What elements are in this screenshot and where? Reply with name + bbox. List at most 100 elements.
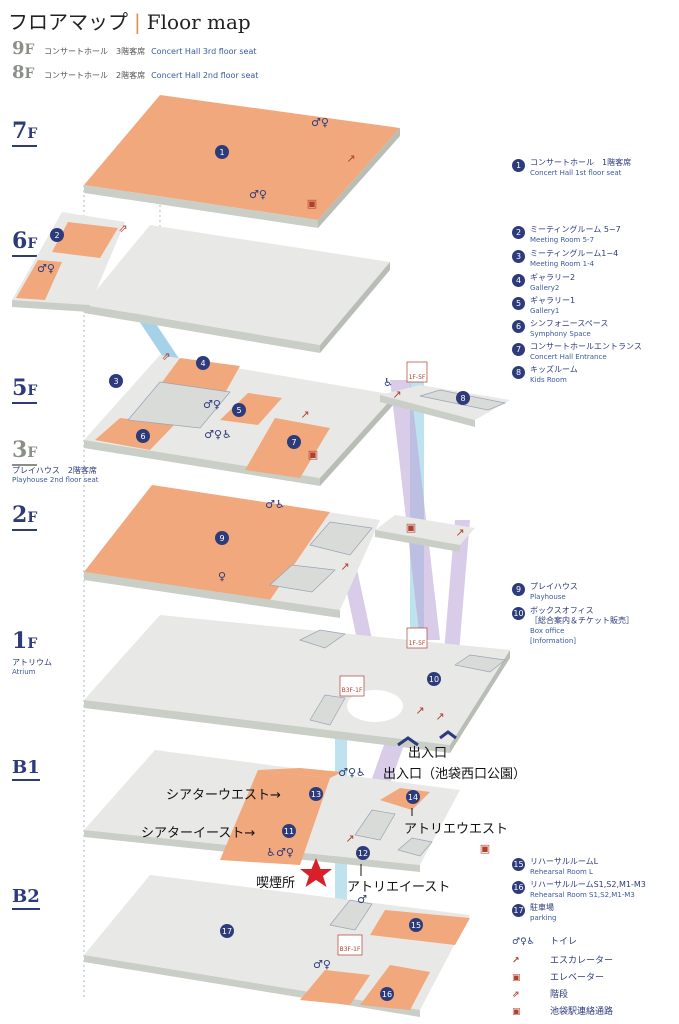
elevator-tag-b3a-text: B3F-1F bbox=[342, 687, 363, 694]
floor-6f-plate bbox=[12, 212, 390, 353]
icon-legend-stairs: ⇗階段 bbox=[512, 990, 569, 1000]
elevator-icon: ▣ bbox=[307, 197, 317, 210]
callout-atelier-west: アトリエウエスト bbox=[404, 822, 509, 837]
svg-text:17: 17 bbox=[222, 927, 232, 936]
escalator-icon: ↗ bbox=[415, 704, 424, 717]
floor-label-2f: 2F bbox=[12, 502, 38, 531]
subway-passage-icon: ▣ bbox=[480, 842, 490, 855]
callout-entrance-1: 出入口 bbox=[408, 746, 448, 761]
toilet-icon: ♂♀♿ bbox=[338, 766, 366, 779]
entrance-arrows bbox=[397, 730, 457, 747]
floor-b1-plate bbox=[84, 750, 460, 872]
marker-1: 1 bbox=[215, 145, 229, 159]
floor-2f-plate bbox=[84, 485, 475, 618]
toilet-icon: ♂♀♿ bbox=[204, 428, 232, 441]
floor-7f-plate bbox=[84, 95, 400, 228]
svg-text:4: 4 bbox=[200, 359, 205, 368]
elevator-icon: ▣ bbox=[512, 973, 521, 983]
floor-label-7f: 7F bbox=[12, 118, 38, 147]
callout-smoking: 喫煙所 bbox=[256, 876, 296, 891]
elevator-tag-1f-text: 1F-5F bbox=[409, 640, 426, 647]
svg-text:9: 9 bbox=[219, 534, 224, 543]
marker-12: 12 bbox=[356, 846, 370, 860]
escalator-icon: ↗ bbox=[455, 526, 464, 539]
marker-3: 3 bbox=[109, 374, 123, 388]
marker-5: 5 bbox=[232, 403, 246, 417]
marker-14: 14 bbox=[406, 790, 420, 804]
escalator-icon: ↗ bbox=[300, 408, 309, 421]
svg-text:12: 12 bbox=[358, 849, 368, 858]
marker-8: 8 bbox=[456, 391, 470, 405]
elevator-tag-b3b bbox=[337, 934, 363, 956]
floor-label-6f: 6F bbox=[12, 228, 38, 257]
callout-theater-west: シアターウエスト→ bbox=[166, 788, 281, 803]
toilet-icon: ♀ bbox=[218, 570, 226, 583]
escalator-icon: ↗ bbox=[345, 832, 354, 845]
escalator-icon: ↗ bbox=[435, 710, 444, 723]
callout-entrance-2: 出入口（池袋西口公園） bbox=[383, 767, 527, 782]
floor-1f-en: Atrium bbox=[12, 668, 36, 676]
elevator-tag-5f bbox=[406, 361, 428, 383]
toilet-icon: ♂ bbox=[357, 893, 367, 906]
svg-text:3: 3 bbox=[113, 377, 118, 386]
marker-17: 17 bbox=[220, 924, 234, 938]
svg-text:5: 5 bbox=[236, 406, 241, 415]
marker-6: 6 bbox=[136, 429, 150, 443]
floor-label-8f: 8F bbox=[12, 62, 35, 83]
stairs-icon: ⇗ bbox=[512, 990, 520, 1000]
floor-3f-jp: プレイハウス 2階客席 bbox=[12, 466, 97, 475]
toilet-icon: ♂♀ bbox=[37, 262, 55, 275]
toilet-icon: ♂♀ bbox=[311, 116, 329, 129]
svg-text:15: 15 bbox=[411, 921, 421, 930]
marker-4: 4 bbox=[196, 356, 210, 370]
marker-10: 10 bbox=[427, 672, 441, 686]
escalator-band-a bbox=[390, 380, 440, 640]
elevator-tag-b3a bbox=[339, 675, 365, 697]
marker-13: 13 bbox=[309, 787, 323, 801]
svg-text:10: 10 bbox=[429, 675, 439, 684]
icon-legend-elevator: ▣エレベーター bbox=[512, 973, 605, 983]
svg-text:6: 6 bbox=[140, 432, 145, 441]
floor-label-b1: B1 bbox=[12, 757, 40, 781]
svg-text:1: 1 bbox=[219, 148, 224, 157]
floor-label-b2: B2 bbox=[12, 886, 40, 910]
svg-text:13: 13 bbox=[311, 790, 321, 799]
icon-legend-escalator: ↗エスカレーター bbox=[512, 956, 614, 966]
subway-passage-icon: ▣ bbox=[512, 1007, 521, 1017]
svg-text:2: 2 bbox=[54, 231, 59, 240]
escalator-icon: ↗ bbox=[512, 956, 520, 966]
toilet-icon: ♂♿ bbox=[265, 498, 285, 511]
icon-legend-toilet: ♂♀♿トイレ bbox=[512, 937, 578, 947]
callout-theater-east: シアターイースト→ bbox=[141, 826, 256, 841]
page-title: フロアマップ|Floor map bbox=[8, 6, 251, 35]
escalator-icon: ↗ bbox=[392, 388, 401, 401]
svg-text:14: 14 bbox=[408, 793, 418, 802]
accessible-icon: ♿ bbox=[383, 376, 393, 389]
floor-5f-plate bbox=[84, 355, 510, 486]
marker-11: 11 bbox=[282, 824, 296, 838]
smoking-area-star-icon bbox=[300, 858, 332, 887]
marker-9: 9 bbox=[215, 531, 229, 545]
escalator-icon: ↗ bbox=[346, 152, 355, 165]
floor-label-5f: 5F bbox=[12, 375, 38, 404]
toilet-icon: ♿♂♀ bbox=[266, 846, 294, 859]
toilet-icon: ♂♀♿ bbox=[512, 937, 535, 947]
elevator-tag-5f-text: 1F-5F bbox=[409, 374, 426, 381]
elevator-icon: ▣ bbox=[406, 521, 416, 534]
toilet-icon: ♂♀ bbox=[249, 188, 267, 201]
elevator-icon: ▣ bbox=[308, 448, 318, 461]
escalator-icon: ↗ bbox=[340, 560, 349, 573]
